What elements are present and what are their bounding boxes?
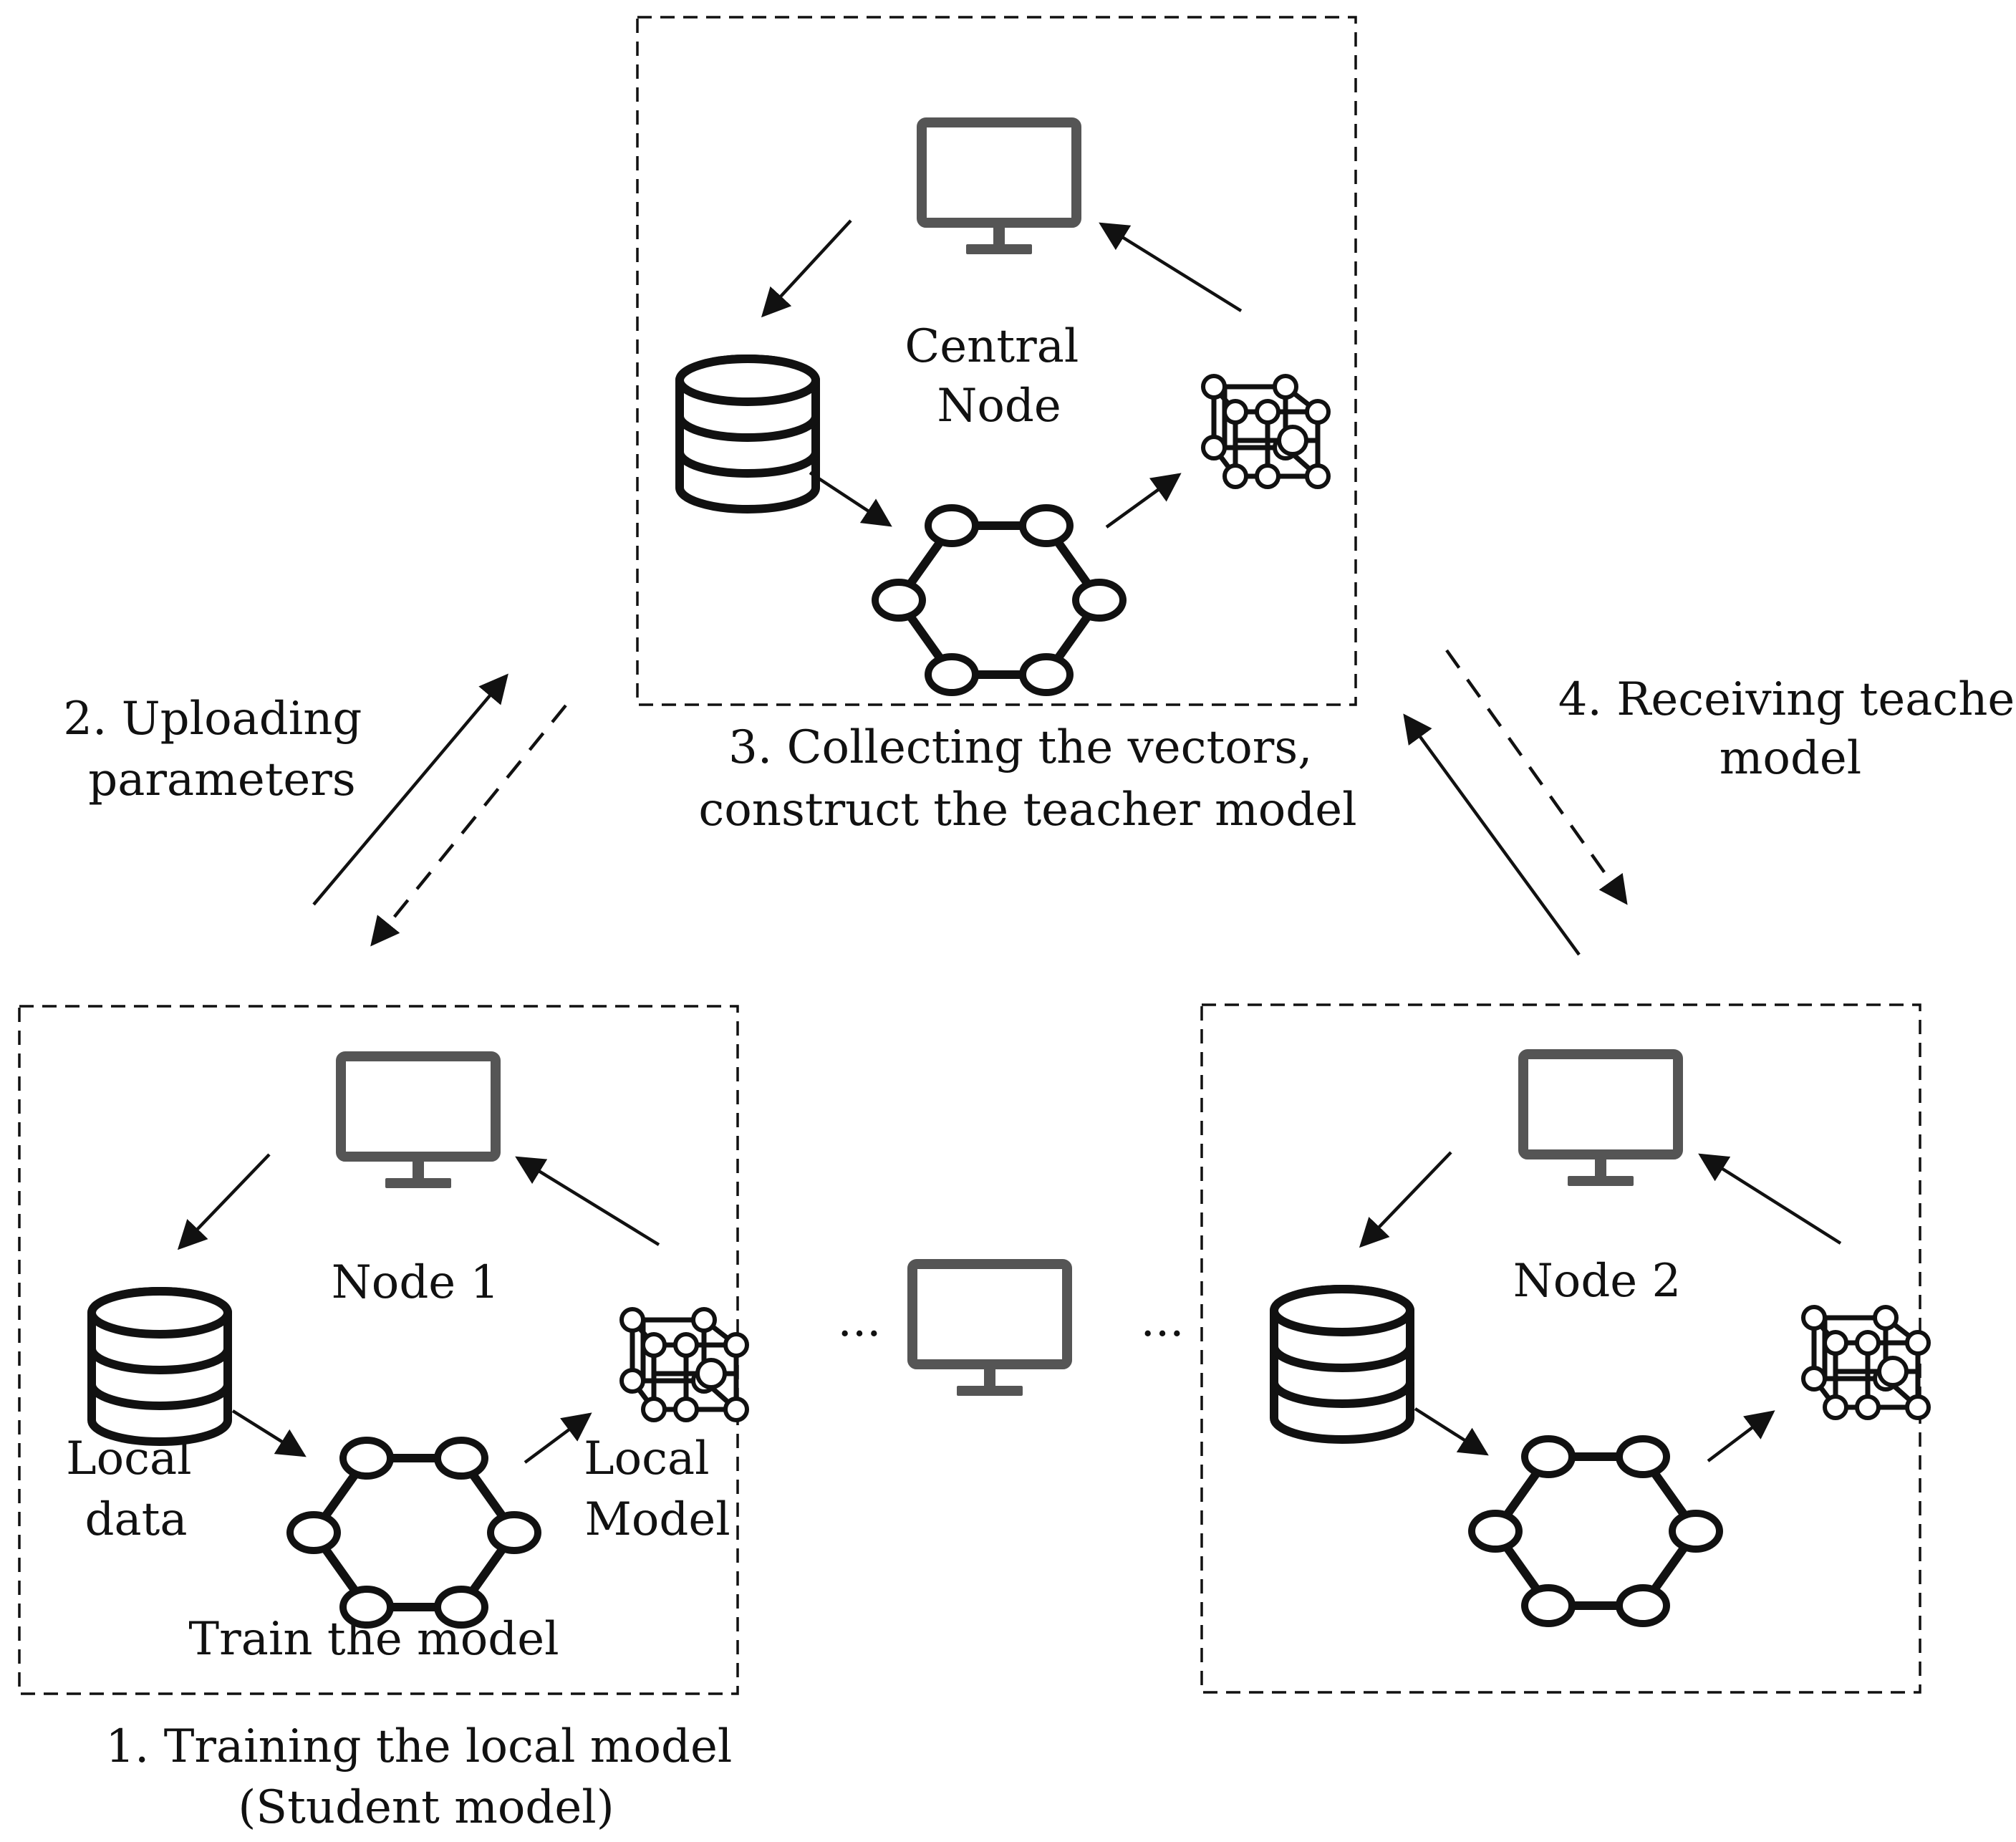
cube-network-icon <box>622 1309 747 1420</box>
monitor-icon <box>912 1264 1067 1396</box>
ellipsis-right: ... <box>1140 1294 1184 1347</box>
upload-arrow <box>312 673 508 906</box>
arrow-ring-to-cube <box>1707 1410 1775 1462</box>
node1-caption: 1. Training the local model (Student mod… <box>105 1720 746 1834</box>
arrow-database-to-ring <box>231 1409 307 1457</box>
node2-panel: Node 2 <box>1200 1003 1929 1694</box>
node1-panel: Node 1 Local data Local Model Train the … <box>18 1005 747 1834</box>
arrow-ring-to-cube <box>1105 473 1182 529</box>
central-node-panel: Central Node 3. Collecting the vectors, … <box>636 16 1357 836</box>
teacher-dashed-arrow <box>1445 649 1628 905</box>
node1-title: Node 1 <box>332 1256 499 1309</box>
cube-network-icon <box>1803 1307 1929 1418</box>
monitor-icon <box>1523 1054 1678 1186</box>
upload-arrow <box>1403 713 1581 956</box>
ring-network-icon <box>875 508 1123 693</box>
arrow-database-to-ring <box>809 471 892 527</box>
download-dashed-arrow <box>370 704 567 947</box>
central-caption: 3. Collecting the vectors, construct the… <box>698 721 1356 836</box>
monitor-icon <box>341 1056 496 1188</box>
monitor-icon <box>922 122 1076 254</box>
database-icon <box>680 359 816 509</box>
arrow-monitor-to-database <box>177 1153 271 1250</box>
arrow-database-to-ring <box>1414 1407 1489 1456</box>
database-icon <box>1274 1289 1410 1440</box>
central-node-box <box>636 16 1357 706</box>
receive-label: 4. Receiving teacher model <box>1558 673 2016 785</box>
middle-nodes: ... ... <box>837 1264 1185 1396</box>
receive-flow: 4. Receiving teacher model <box>1403 649 2016 956</box>
node1-data-label: Local data <box>66 1432 206 1546</box>
ellipsis-left: ... <box>837 1294 881 1347</box>
ring-network-icon <box>1472 1439 1720 1624</box>
node1-model-label: Local Model <box>584 1432 730 1546</box>
arrow-ring-to-cube <box>524 1412 592 1464</box>
node1-train-label: Train the model <box>188 1613 559 1666</box>
upload-flow: 2. Uploading parameters <box>63 673 567 947</box>
arrow-cube-to-monitor <box>1698 1153 1842 1245</box>
database-icon <box>92 1291 228 1442</box>
node2-title: Node 2 <box>1513 1255 1681 1308</box>
arrow-cube-to-monitor <box>515 1156 660 1246</box>
ring-network-icon <box>290 1440 538 1625</box>
arrow-monitor-to-database <box>1359 1151 1452 1248</box>
central-node-title: Central Node <box>905 320 1093 433</box>
arrow-cube-to-monitor <box>1099 222 1243 312</box>
upload-label: 2. Uploading parameters <box>63 693 376 806</box>
cube-network-icon <box>1203 376 1328 487</box>
arrow-monitor-to-database <box>761 219 852 318</box>
